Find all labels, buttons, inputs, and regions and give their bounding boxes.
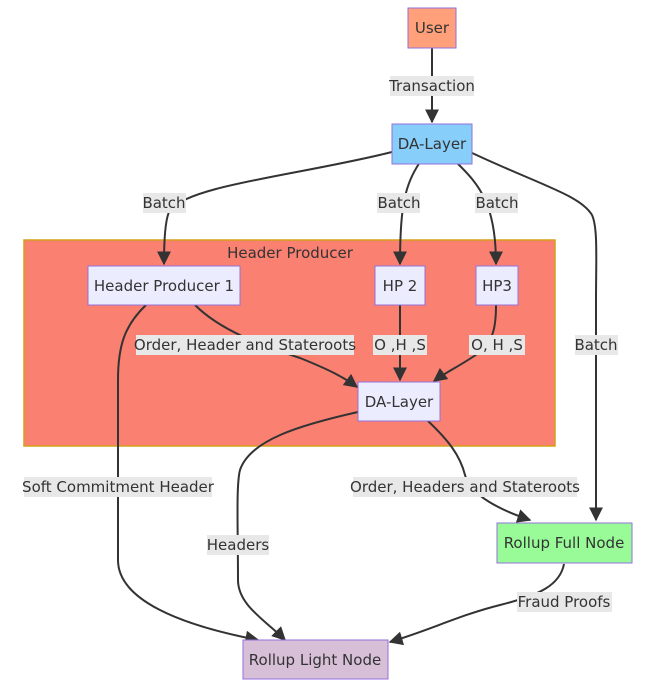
node-hp3: HP3 — [475, 265, 519, 306]
edge-label-order-header-stateroots: Order, Header and Stateroots — [134, 336, 356, 354]
label-bg — [517, 592, 612, 612]
label-bg — [475, 193, 518, 213]
node-rollup-light-node-box — [242, 639, 389, 680]
label-bg — [390, 76, 474, 96]
edge-da-inner-to-light-node — [236, 411, 359, 641]
node-hp-2-box — [374, 265, 426, 306]
edge-label-batch-hp3: Batch — [475, 194, 518, 212]
node-header-producer-1-label: Header Producer 1 — [94, 277, 234, 295]
label-bg — [373, 335, 427, 355]
label-bg — [143, 193, 186, 213]
node-hp-2-label: HP 2 — [383, 277, 418, 295]
edge-label-order-headers-stateroots: Order, Headers and Stateroots — [350, 478, 580, 496]
node-rollup-light-node-label: Rollup Light Node — [249, 651, 381, 669]
node-rollup-full-node-label: Rollup Full Node — [504, 534, 625, 552]
edge-label-ohs-hp3: O, H ,S — [471, 336, 523, 354]
node-user-box — [407, 7, 457, 49]
nodes: User DA-Layer Header Producer 1 HP 2 HP3… — [87, 7, 633, 680]
node-header-producer-1-box — [87, 265, 241, 306]
cluster-title: Header Producer — [227, 244, 354, 262]
node-da-layer-inner-box — [357, 381, 441, 422]
label-bg — [377, 193, 420, 213]
edge-da-to-full-node — [469, 151, 603, 522]
node-user-label: User — [415, 19, 450, 37]
label-bg — [575, 335, 618, 355]
edge-da-inner-to-full-node — [427, 420, 532, 523]
label-bg — [353, 477, 577, 497]
label-bg — [207, 535, 269, 555]
edge-label-fraud-proofs: Fraud Proofs — [518, 593, 611, 611]
edge-label-batch-hp2: Batch — [377, 194, 420, 212]
edge-full-node-to-light-node — [388, 563, 565, 646]
node-rollup-full-node: Rollup Full Node — [496, 522, 633, 564]
edge-label-batch-full: Batch — [574, 336, 617, 354]
edge-label-transaction: Transaction — [388, 77, 475, 95]
node-da-layer-inner: DA-Layer — [357, 381, 441, 422]
edge-labels: Transaction Batch Batch Batch Batch Orde… — [22, 76, 618, 612]
label-bg — [136, 335, 354, 355]
edge-hp1-to-da-inner — [194, 304, 359, 388]
label-bg — [24, 477, 212, 497]
node-da-layer-inner-label: DA-Layer — [365, 393, 434, 411]
node-hp3-label: HP3 — [482, 277, 512, 295]
edge-label-headers: Headers — [207, 536, 270, 554]
edge-label-ohs-hp2: O ,H ,S — [374, 336, 426, 354]
node-hp3-box — [475, 265, 519, 306]
node-da-layer-top: DA-Layer — [391, 123, 473, 165]
node-user: User — [407, 7, 457, 49]
node-da-layer-top-label: DA-Layer — [398, 135, 467, 153]
edge-hp1-to-light-node — [117, 304, 260, 645]
edge-da-to-hp1 — [157, 151, 393, 266]
edge-label-soft-commitment: Soft Commitment Header — [22, 478, 215, 496]
edge-label-batch-hp1: Batch — [142, 194, 185, 212]
node-rollup-light-node: Rollup Light Node — [242, 639, 389, 680]
node-da-layer-top-box — [391, 123, 473, 165]
node-header-producer-1: Header Producer 1 — [87, 265, 241, 306]
node-rollup-full-node-box — [496, 522, 633, 564]
label-bg — [469, 335, 525, 355]
node-hp-2: HP 2 — [374, 265, 426, 306]
